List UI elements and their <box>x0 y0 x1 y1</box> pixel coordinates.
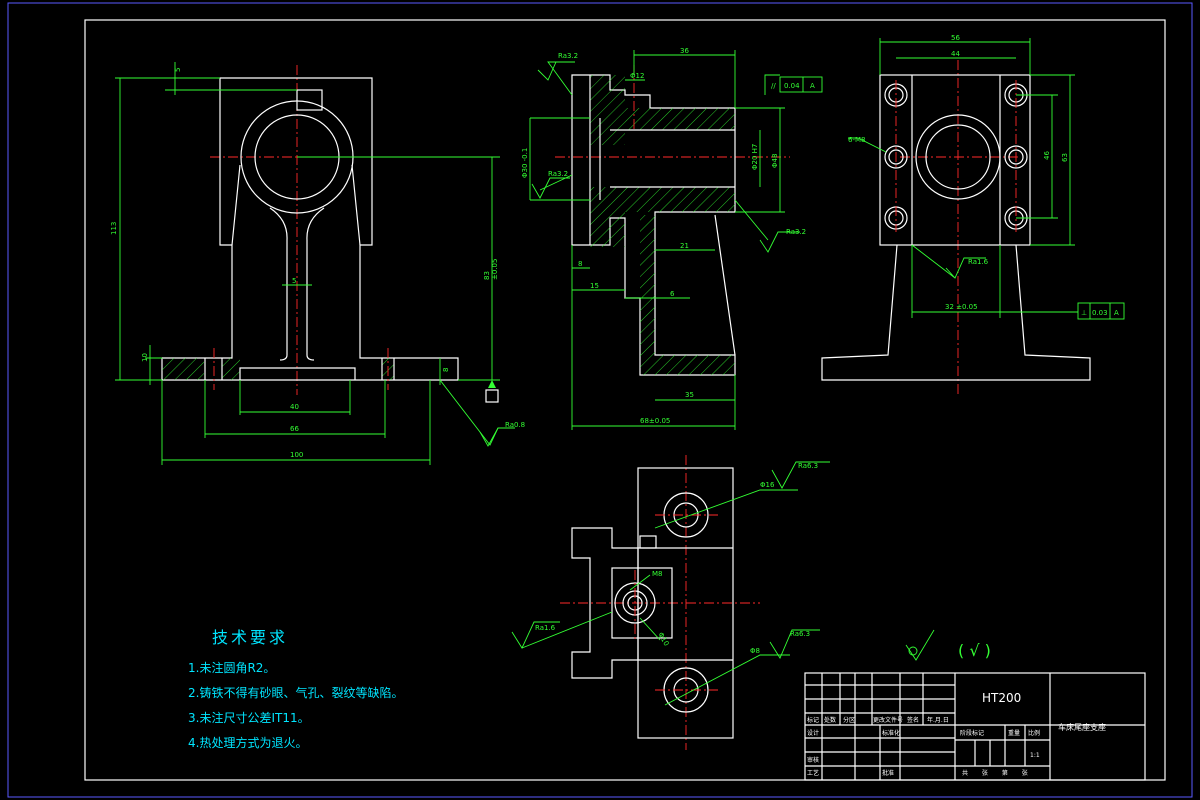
top-dim-d16: Φ16 <box>760 481 775 489</box>
front-dim-hole-spacing: 66 <box>290 425 299 433</box>
right-tol-sym: ⊥ <box>1081 309 1087 317</box>
side-dim-35: 35 <box>685 391 694 399</box>
tb-approve: 批准 <box>882 769 894 777</box>
front-dim-boss-width: 40 <box>290 403 299 411</box>
side-dim-flange: 8 <box>578 260 582 268</box>
front-dim-base-length: 100 <box>290 451 303 459</box>
side-dim-21: 21 <box>680 242 689 250</box>
tb-sign: 签名 <box>907 716 919 724</box>
side-dim-hole: Φ12 <box>630 72 644 80</box>
note-2: 2.铸铁不得有砂眼、气孔、裂纹等缺陷。 <box>188 685 403 700</box>
general-roughness: ( √ ) <box>905 629 991 661</box>
right-dim-56: 56 <box>951 34 960 42</box>
top-dim-d10: Φ10 <box>656 631 670 647</box>
side-dim-top: 36 <box>680 47 689 55</box>
top-dim-d8: Φ8 <box>750 647 760 655</box>
side-dim-bore: Φ20 H7 <box>751 144 759 170</box>
right-roughness: Ra1.6 <box>968 258 989 266</box>
top-view: Φ16 Ra6.3 M8 Φ10 Φ8 Ra6.3 Ra1.6 <box>511 455 830 750</box>
drawing-frame <box>84 19 1166 781</box>
part-name: 车床尾座支座 <box>1058 722 1106 732</box>
tb-count: 处数 <box>824 716 836 724</box>
top-dim-m8: M8 <box>652 570 663 578</box>
front-dim-offset: 5 <box>174 68 182 72</box>
notes-title: 技术要求 <box>212 628 288 647</box>
tb-designer: 设计 <box>807 729 819 737</box>
technical-requirements: 技术要求 1.未注圆角R2。 2.铸铁不得有砂眼、气孔、裂纹等缺陷。 3.未注尺… <box>188 628 403 750</box>
top-roughness-1: Ra6.3 <box>798 462 818 470</box>
tb-sheets: 共 张 第 张 <box>962 769 1034 777</box>
front-dim-total-height: 113 <box>110 222 118 235</box>
note-1: 1.未注圆角R2。 <box>188 660 275 675</box>
right-dim-63: 63 <box>1061 153 1069 162</box>
material: HT200 <box>982 691 1021 705</box>
side-roughness-1: Ra3.2 <box>558 52 578 60</box>
right-tol-datum: A <box>1114 309 1119 317</box>
side-dim-total: 68±0.05 <box>640 417 670 425</box>
front-dim-rib: 5 <box>292 277 296 285</box>
front-dim-base-h: 8 <box>442 368 450 372</box>
tb-standard: 标准化 <box>882 729 900 737</box>
right-dim-46: 46 <box>1043 151 1051 160</box>
tb-review: 审核 <box>807 756 819 764</box>
front-dim-tol: ±0.05 <box>491 259 499 280</box>
front-dim-base-thickness: 10 <box>141 353 149 362</box>
side-dim-6: 6 <box>670 290 675 298</box>
front-dim-center-height: 83 <box>483 271 491 280</box>
sheet-border <box>7 2 1193 798</box>
side-roughness-2: Ra3.2 <box>548 170 568 178</box>
side-roughness-3: Ra3.2 <box>786 228 806 236</box>
side-tol-value: 0.04 <box>784 82 800 90</box>
front-view: 113 10 5 83 ±0.05 8 5 40 66 100 Ra0 <box>110 62 525 465</box>
title-block: HT200 车床尾座支座 标记 处数 分区 更改文件号 签名 年.月.日 设计 … <box>804 672 1146 781</box>
side-dim-outer: Φ48 <box>771 154 779 168</box>
tb-zone: 分区 <box>843 716 855 724</box>
side-tol-sym: // <box>771 82 776 90</box>
tb-stage-mark: 阶段标记 <box>960 729 984 737</box>
right-dim-32: 32 ±0.05 <box>945 303 978 311</box>
side-view: 36 Φ12 Φ30 -0.1 Φ20 H7 Φ48 8 15 21 6 35 … <box>521 47 823 430</box>
tb-mark: 标记 <box>807 716 819 724</box>
tb-scale: 1:1 <box>1030 752 1040 759</box>
note-4: 4.热处理方式为退火。 <box>188 735 307 750</box>
top-roughness-3: Ra1.6 <box>535 624 556 632</box>
side-tol-datum: A <box>810 82 815 90</box>
tb-process: 工艺 <box>807 769 819 777</box>
general-roughness-mark: ( √ ) <box>958 641 991 660</box>
right-dim-44: 44 <box>951 50 960 58</box>
note-3: 3.未注尺寸公差IT11。 <box>188 710 310 725</box>
top-roughness-2: Ra6.3 <box>790 630 810 638</box>
tb-change-doc: 更改文件号 <box>873 716 903 724</box>
tb-weight: 重量 <box>1008 729 1020 737</box>
bolt-holes <box>884 83 1028 230</box>
right-dim-holes: 6-M8 <box>848 136 865 144</box>
right-tol-value: 0.03 <box>1092 309 1108 317</box>
right-view: 56 44 46 63 32 ±0.05 6-M8 Ra1.6 ⊥ 0.03 A <box>821 34 1125 395</box>
side-dim-15: 15 <box>590 282 599 290</box>
front-roughness: Ra0.8 <box>505 421 525 429</box>
tb-scale-label: 比例 <box>1028 729 1040 737</box>
tb-date: 年.月.日 <box>927 716 949 724</box>
side-dim-bore-outer: Φ30 -0.1 <box>521 148 529 178</box>
